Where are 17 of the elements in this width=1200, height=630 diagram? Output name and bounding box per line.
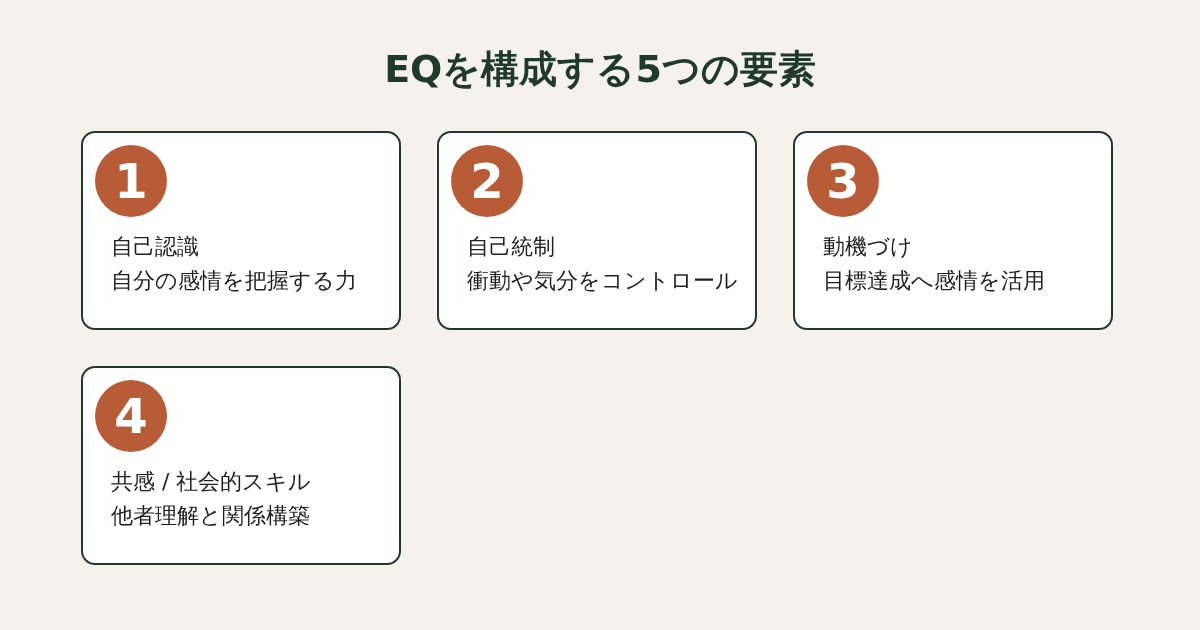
- card-heading: 動機づけ: [823, 233, 914, 261]
- card-description: 衝動や気分をコントロール: [467, 267, 739, 295]
- card-heading: 自己統制: [467, 233, 556, 261]
- card: [81, 366, 401, 565]
- number-badge: 4: [95, 380, 167, 452]
- number-badge: 1: [95, 145, 167, 217]
- card-heading: 自己認識: [111, 233, 200, 261]
- card: [793, 131, 1113, 330]
- card-heading: 共感 / 社会的スキル: [111, 468, 313, 496]
- card-description: 自分の感情を把握する力: [111, 267, 358, 295]
- number-badge: 2: [451, 145, 523, 217]
- title: EQを構成する5つの要素: [383, 46, 817, 93]
- card: [437, 131, 757, 330]
- card-description: 目標達成へ感情を活用: [823, 267, 1046, 295]
- card: [81, 131, 401, 330]
- number-badge: 3: [807, 145, 879, 217]
- card-description: 他者理解と関係構築: [111, 502, 311, 530]
